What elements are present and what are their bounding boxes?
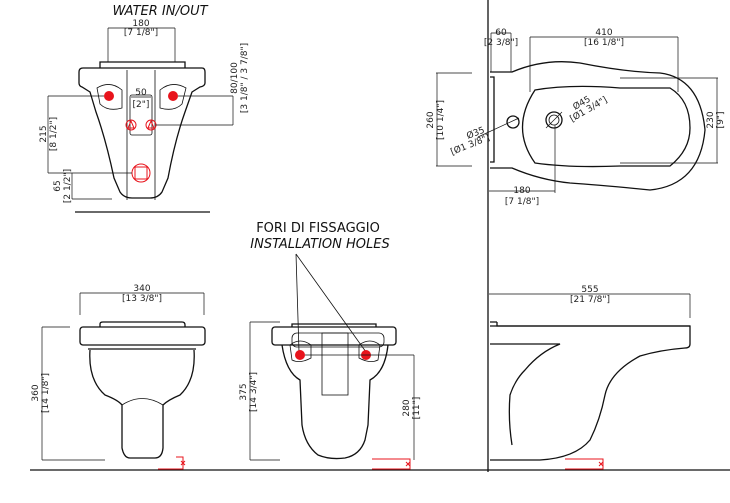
dim-65: 65 — [53, 180, 63, 191]
top-view: 60 [2 3/8"] 410 [16 1/8"] 260 [10 1/4"] … — [426, 28, 726, 207]
dim-215-in: [8 1/2"] — [49, 117, 59, 151]
dim-80-100: 80/100 — [230, 62, 240, 94]
dim-260-in: [10 1/4"] — [436, 100, 446, 140]
dim-230-in: [9"] — [716, 112, 726, 129]
rear-view: 375 [14 3/4"] 280 [11"] — [239, 321, 422, 470]
dim-280-in: [11"] — [412, 397, 422, 420]
dim-50-in: [2"] — [133, 100, 150, 110]
dim-180-top: 180 — [513, 186, 530, 196]
dim-360: 360 — [31, 384, 41, 401]
water-in-out-view: WATER IN/OUT 180 [7 1/8"] 50 [2"] 80/100… — [39, 4, 250, 213]
dim-555-in: [21 7/8"] — [570, 295, 610, 305]
dim-180-in: [7 1/8"] — [124, 28, 158, 38]
water-title: WATER IN/OUT — [112, 4, 208, 19]
dim-80-100-in: [3 1/8" / 3 7/8"] — [240, 43, 250, 113]
dim-180-top-in: [7 1/8"] — [505, 197, 539, 207]
dim-375: 375 — [239, 383, 249, 400]
side-view: 555 [21 7/8"] — [489, 285, 691, 470]
water-inlet-right-marker — [168, 91, 178, 101]
fixing-hole-left-marker — [295, 350, 305, 360]
callout-english: INSTALLATION HOLES — [250, 237, 389, 252]
dim-215: 215 — [39, 125, 49, 142]
dim-230: 230 — [706, 111, 716, 128]
dim-60: 60 — [495, 28, 507, 38]
dim-50: 50 — [135, 88, 147, 98]
dim-60-in: [2 3/8"] — [484, 38, 518, 48]
dim-360-in: [14 1/8"] — [41, 373, 51, 413]
front-view: 340 [13 3/8"] 360 [14 1/8"] — [31, 284, 206, 470]
dim-340: 340 — [133, 284, 150, 294]
dim-180: 180 — [132, 19, 149, 29]
dim-260: 260 — [426, 111, 436, 128]
water-inlet-left-marker — [104, 91, 114, 101]
dim-340-in: [13 3/8"] — [122, 294, 162, 304]
installation-holes-callout: FORI DI FISSAGGIO INSTALLATION HOLES — [250, 221, 390, 353]
dim-65-in: [2 1/2"] — [63, 169, 73, 203]
dim-555: 555 — [581, 285, 598, 295]
dim-280: 280 — [402, 399, 412, 416]
callout-italian: FORI DI FISSAGGIO — [256, 221, 380, 236]
dim-375-in: [14 3/4"] — [249, 372, 259, 412]
dim-410: 410 — [595, 28, 612, 38]
dim-410-in: [16 1/8"] — [584, 38, 624, 48]
